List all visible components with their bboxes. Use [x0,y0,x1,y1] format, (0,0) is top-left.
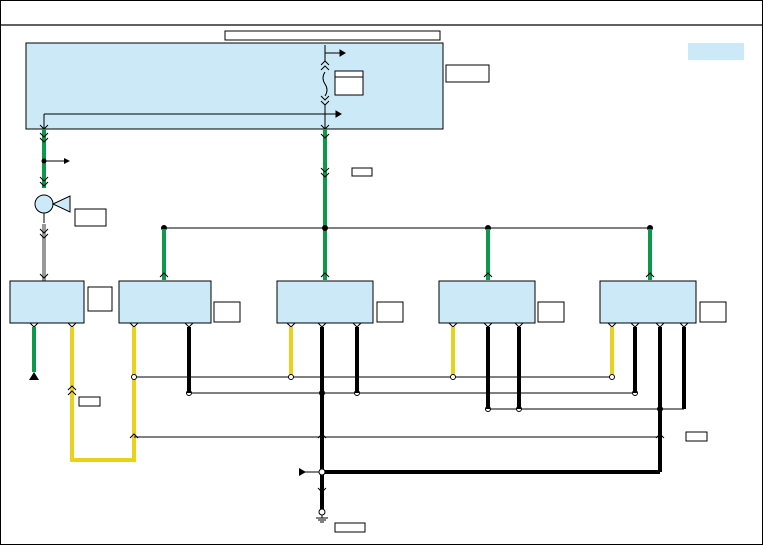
module-2 [118,280,241,324]
branch-arrow-left [64,158,70,164]
black-wires [187,327,686,510]
header-label-box [224,30,441,41]
sensor-horn [51,195,71,213]
ground-junction [318,468,326,476]
module-feed-marks [159,272,655,278]
main-control-unit [25,42,444,130]
module-3-connector-box [376,301,404,323]
center-trunk-marks [320,133,330,178]
module-1 [9,280,113,324]
module-feed-wires [162,229,652,280]
wire-yellow-label-box [78,396,101,407]
module-2-connector-box [213,301,241,323]
ground-icon [316,508,328,523]
sensor-connector-box [74,208,107,227]
gray-wire-marks [39,228,49,279]
sensor-component [34,194,54,214]
yellow-wires [70,327,614,462]
black-wire-marks [317,433,665,493]
module-4-connector-box [537,301,565,323]
ground-label-box [334,522,366,533]
main-unit-internal [39,45,364,130]
legend-box [688,43,744,60]
module-5-connector-box [699,301,727,323]
wire-green-label-box [351,167,373,177]
module-5 [599,280,727,324]
ground-input-arrow [299,468,306,476]
module-1-connector-box [87,286,113,312]
junction-label-box [685,431,708,442]
left-wire-marks [39,132,64,187]
module-1-terminal [29,372,39,380]
module-4 [438,280,565,324]
module-3 [276,280,404,324]
main-unit-connector-box [445,64,490,83]
